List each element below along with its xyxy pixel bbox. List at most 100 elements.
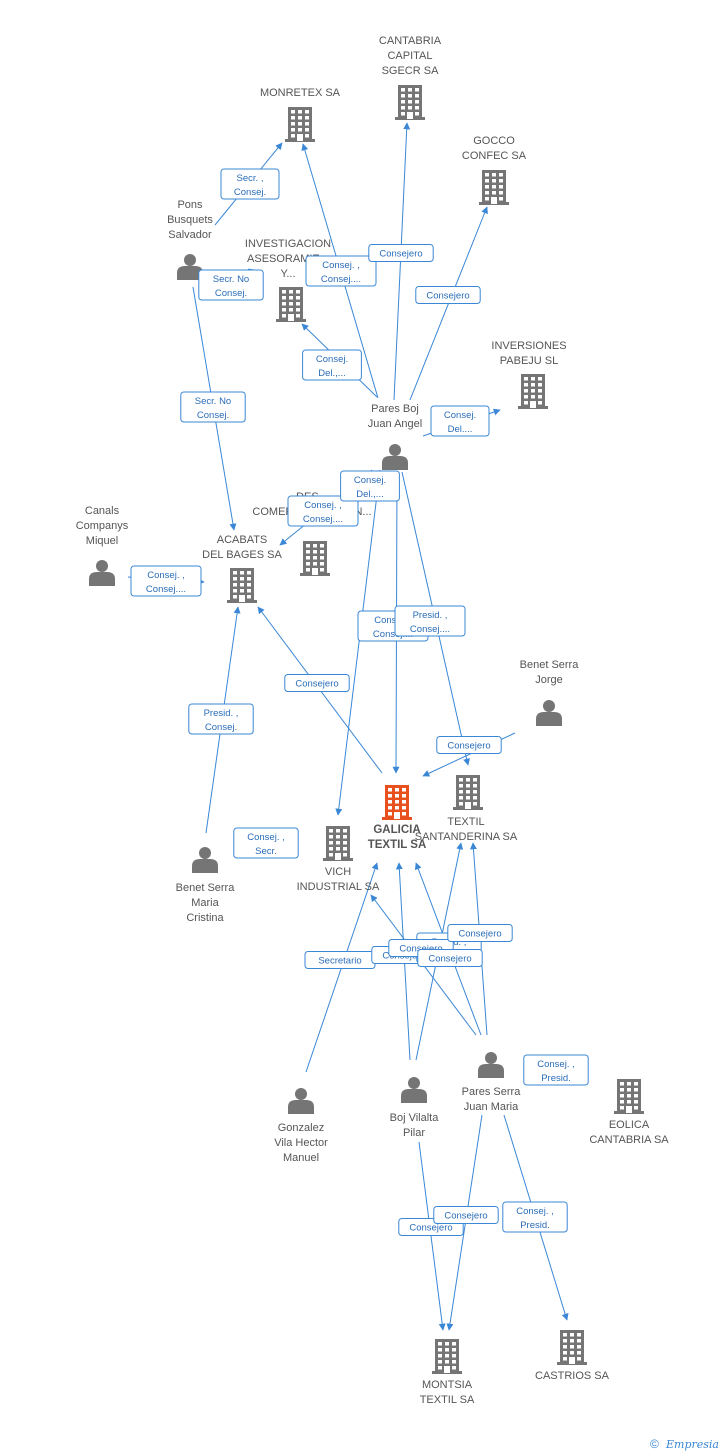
edge-label-box <box>188 703 254 735</box>
edge-label-box <box>394 605 466 637</box>
person-icon <box>177 254 203 280</box>
footer-logo[interactable]: © Empresia <box>650 1437 719 1451</box>
node-eolica[interactable]: EOLICA CANTABRIA SA <box>589 1079 669 1146</box>
edge-label-text: Secretario <box>318 956 361 967</box>
building-icon <box>227 568 257 603</box>
node-label: Companys <box>76 520 129 532</box>
edge-label-paresboj-monretex[interactable]: Consej. ,Consej.... <box>305 255 377 287</box>
person-icon <box>89 560 115 586</box>
edge-label-box <box>233 827 299 859</box>
edge-label-paresserra-castrios[interactable]: Consej. ,Presid. <box>502 1201 568 1233</box>
building-icon <box>300 541 330 576</box>
edge-label-paresboj-inversiones[interactable]: Consej.Del.... <box>430 405 490 437</box>
building-icon <box>395 85 425 120</box>
node-label: Juan Angel <box>368 418 422 430</box>
edge-label-box <box>436 736 502 754</box>
node-castrios[interactable]: CASTRIOS SA <box>535 1330 610 1382</box>
edge-label-text: Consej. , <box>516 1206 554 1217</box>
edge-label-box <box>284 674 350 692</box>
edge-label-text: Consej. <box>354 475 386 486</box>
node-label: CANTABRIA SA <box>589 1134 669 1146</box>
person-icon <box>401 1077 427 1103</box>
edge-label-paresserra-eolica[interactable]: Consej. ,Presid. <box>523 1054 589 1086</box>
edge-label-text: Consejero <box>458 929 501 940</box>
edge-label-box <box>180 391 246 423</box>
edge-label-text: Consej.... <box>303 514 343 525</box>
edge-label-text: Consejero <box>426 291 469 302</box>
building-icon <box>432 1339 462 1374</box>
node-label: INVESTIGACION <box>245 238 331 250</box>
edge-label-paresboj-investigacion[interactable]: Consej.Del.,... <box>302 349 362 381</box>
edge-label-paresserra-montsia[interactable]: Consejero <box>433 1206 499 1224</box>
edge-label-text: Secr. <box>255 846 277 857</box>
edge-label-paresboj-textil[interactable]: Presid. , Consej.... <box>394 605 466 637</box>
node-label: EOLICA <box>609 1119 650 1131</box>
edge-label-text: Presid. , <box>413 610 448 621</box>
edge-label-paresboj-gocco[interactable]: Consejero <box>415 286 481 304</box>
node-label: Pilar <box>403 1127 425 1139</box>
edge-label-paresboj-cantabria[interactable]: Consejero <box>368 244 434 262</box>
edge-label-pons-monretex[interactable]: Secr. ,Consej. <box>220 168 280 200</box>
person-icon <box>536 700 562 726</box>
edge-label-text: Consejero <box>379 249 422 260</box>
edge-label-text: Secr. , <box>237 173 264 184</box>
edge-label-benetjorge-galicia[interactable]: Consejero <box>436 736 502 754</box>
edge-label-box <box>340 470 400 502</box>
building-icon <box>382 785 412 820</box>
building-icon <box>518 374 548 409</box>
edge-label-text: Consej.... <box>146 584 186 595</box>
edge-label-text: Presid. , <box>204 708 239 719</box>
edge-label-box <box>430 405 490 437</box>
building-icon <box>285 107 315 142</box>
edge-label-box <box>220 168 280 200</box>
copyright-symbol: © <box>650 1437 659 1451</box>
node-label: CAPITAL <box>387 50 432 62</box>
node-label: Pons <box>177 199 203 211</box>
edge-label-galicia-acabats[interactable]: Consejero <box>284 674 350 692</box>
node-label: Benet Serra <box>176 882 236 894</box>
edge-label-text: Consej. <box>205 722 237 733</box>
edge-label-benetmaria-vich[interactable]: Consej. ,Secr. <box>233 827 299 859</box>
node-label: Maria <box>191 897 219 909</box>
edge-label-paresboj-desc[interactable]: Consej. ,Consej.... <box>287 495 359 527</box>
edge-label-gonzalez-galicia[interactable]: Secretario <box>304 951 376 969</box>
node-label: INDUSTRIAL SA <box>297 881 380 893</box>
node-label: Miquel <box>86 535 118 547</box>
building-icon <box>453 775 483 810</box>
edge-label-text: Presid. <box>541 1073 571 1084</box>
edge-label-text: Consej. <box>316 354 348 365</box>
edge-label-paresserra-textil[interactable]: Consejero <box>447 924 513 942</box>
node-label: INVERSIONES <box>491 340 566 352</box>
edge-label-benetmaria-acabats[interactable]: Presid. , Consej. <box>188 703 254 735</box>
edge-label-text: Consej. <box>197 410 229 421</box>
edge-label-canals-acabats[interactable]: Consej. ,Consej.... <box>130 565 202 597</box>
edge-label-paresserra-galicia[interactable]: Consejero <box>417 949 483 967</box>
node-label: ACABATS <box>217 534 268 546</box>
edge-label-text: Consejero <box>295 679 338 690</box>
edge-label-paresboj-vich[interactable]: Consej.Del.,... <box>340 470 400 502</box>
edge-label-box <box>415 286 481 304</box>
node-monretex[interactable]: MONRETEX SA <box>260 87 341 142</box>
edge-label-text: Consej.... <box>410 624 450 635</box>
node-label: TEXTIL <box>447 816 484 828</box>
node-label: Benet Serra <box>520 659 580 671</box>
